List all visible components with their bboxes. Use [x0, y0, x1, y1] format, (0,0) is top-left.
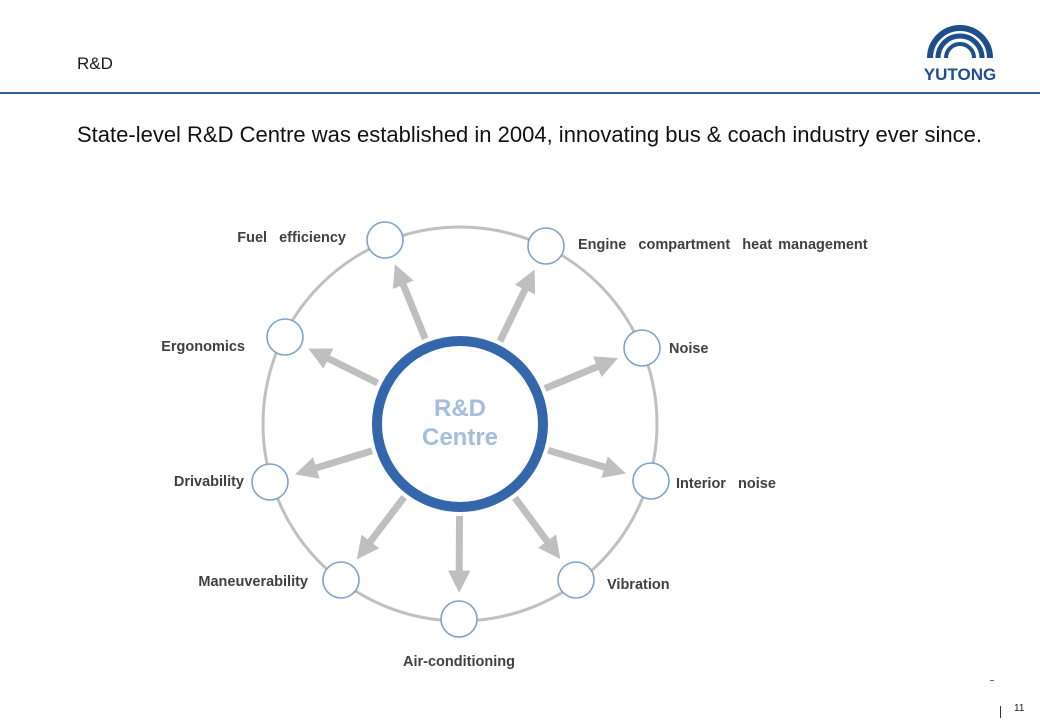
headline-text: State-level R&D Centre was established i… [77, 122, 982, 147]
node-circle-air-conditioning [440, 600, 478, 638]
node-circle-fuel-efficiency [366, 221, 404, 259]
center-label-line2: Centre [422, 424, 498, 451]
arrow-to-engine-compartment [496, 269, 536, 343]
yutong-arches-icon: YUTONG [924, 25, 996, 84]
node-circle-ergonomics [266, 318, 304, 356]
arrow-to-drivability [294, 447, 374, 479]
rd-centre-circle [372, 336, 548, 512]
center-label-line1: R&D [434, 395, 486, 422]
node-label-noise: Noise [669, 341, 709, 357]
arrow-to-ergonomics [308, 348, 380, 387]
page-section-title: R&D [77, 54, 113, 73]
arrow-to-fuel-efficiency [392, 264, 429, 341]
node-label-drivability: Drivability [174, 474, 244, 490]
arrow-to-vibration [512, 495, 561, 560]
footer-mark [990, 680, 994, 681]
node-label-vibration: Vibration [607, 577, 670, 593]
node-circle-maneuverability [322, 561, 360, 599]
footer-divider [1000, 706, 1001, 718]
node-label-ergonomics: Ergonomics [161, 339, 245, 355]
node-label-engine-compartment: Engine compartment heat management [578, 237, 868, 253]
node-label-air-conditioning: Air-conditioning [403, 654, 515, 670]
yutong-logo: YUTONG [908, 18, 1012, 86]
node-circle-interior-noise [632, 462, 670, 500]
node-label-interior-noise: Interior noise [676, 476, 776, 492]
page-number: 11 [1014, 703, 1025, 714]
logo-wordmark: YUTONG [924, 65, 996, 84]
node-circle-engine-compartment [527, 227, 565, 265]
arrow-to-maneuverability [356, 494, 407, 560]
node-circle-drivability [251, 463, 289, 501]
node-label-maneuverability: Maneuverability [198, 574, 308, 590]
node-circle-noise [623, 329, 661, 367]
header-divider [0, 92, 1040, 94]
node-circle-vibration [557, 561, 595, 599]
node-label-fuel-efficiency: Fuel efficiency [237, 230, 346, 246]
arrow-to-noise [543, 356, 618, 392]
arrow-to-interior-noise [547, 446, 626, 478]
